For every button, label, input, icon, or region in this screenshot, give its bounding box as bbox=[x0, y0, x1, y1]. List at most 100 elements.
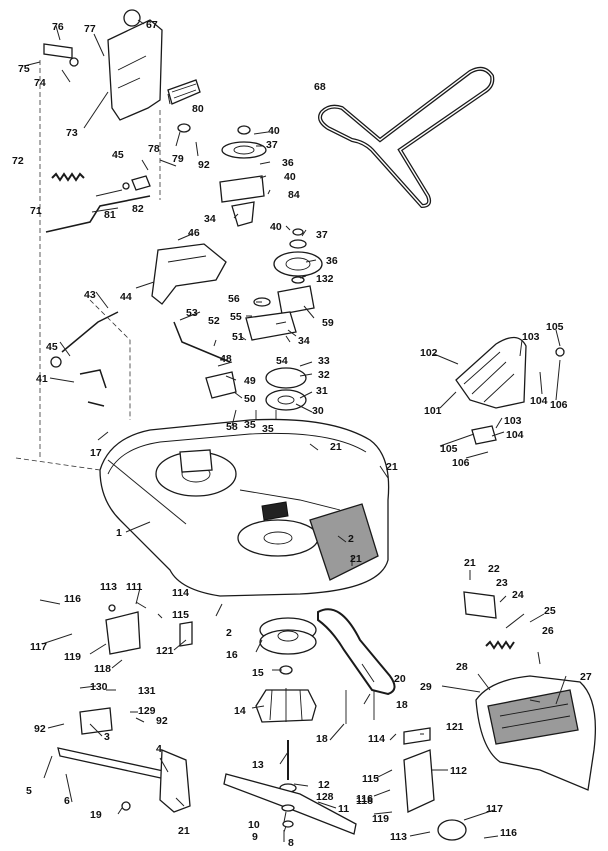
idler-pulley-stack bbox=[273, 228, 323, 315]
callout-128: 128 bbox=[316, 791, 334, 803]
callout-21-b: 21 bbox=[386, 461, 398, 473]
callout-115-b: 115 bbox=[362, 773, 379, 785]
callout-102: 102 bbox=[420, 347, 438, 359]
callout-44: 44 bbox=[120, 291, 132, 303]
callout-54: 54 bbox=[276, 355, 288, 367]
callout-118-a: 118 bbox=[94, 663, 111, 675]
callout-40-c: 40 bbox=[270, 221, 282, 233]
callout-10: 10 bbox=[248, 819, 260, 831]
callout-74: 74 bbox=[34, 77, 46, 89]
callout-2-a: 2 bbox=[348, 533, 354, 545]
callout-58: 58 bbox=[226, 421, 238, 433]
callout-18-a: 18 bbox=[396, 699, 408, 711]
callout-18-b: 18 bbox=[316, 733, 328, 745]
linkage-assembly bbox=[50, 299, 131, 420]
callout-35-b: 35 bbox=[262, 423, 274, 435]
belt-guard-44 bbox=[151, 243, 227, 305]
rear-hanger-bracket bbox=[105, 604, 193, 655]
callout-59: 59 bbox=[322, 317, 334, 329]
callout-21-d: 21 bbox=[464, 557, 476, 569]
callout-23: 23 bbox=[496, 577, 508, 589]
callout-29: 29 bbox=[420, 681, 432, 693]
callout-36-a: 36 bbox=[282, 157, 294, 169]
callout-116-a: 116 bbox=[64, 593, 81, 605]
callout-34-top: 34 bbox=[204, 213, 216, 225]
callout-49: 49 bbox=[244, 375, 256, 387]
callout-92-top: 92 bbox=[198, 159, 210, 171]
callout-104-a: 104 bbox=[530, 395, 548, 407]
callout-48: 48 bbox=[220, 353, 232, 365]
callout-51: 51 bbox=[232, 331, 244, 343]
discharge-deflector bbox=[455, 336, 565, 445]
callout-80: 80 bbox=[192, 103, 204, 115]
upper-idler-stack bbox=[219, 125, 267, 227]
callout-45-mid: 45 bbox=[46, 341, 58, 353]
callout-113-a: 113 bbox=[100, 581, 117, 593]
callout-40-b: 40 bbox=[284, 171, 296, 183]
callout-112: 112 bbox=[450, 765, 467, 777]
callout-73: 73 bbox=[66, 127, 78, 139]
callout-72: 72 bbox=[12, 155, 24, 167]
callout-129: 129 bbox=[138, 705, 156, 717]
callout-121-b: 121 bbox=[446, 721, 464, 733]
callout-92-c: 92 bbox=[156, 715, 168, 727]
drive-belt bbox=[317, 608, 396, 724]
callout-14: 14 bbox=[234, 705, 246, 717]
callout-117-b: 117 bbox=[486, 803, 503, 815]
callout-121-a: 121 bbox=[156, 645, 174, 657]
callout-1: 1 bbox=[116, 527, 122, 539]
callout-52: 52 bbox=[208, 315, 220, 327]
callout-15: 15 bbox=[252, 667, 264, 679]
callout-numbers: 76 77 67 75 74 73 80 78 79 92 72 45 71 8… bbox=[12, 19, 592, 849]
callout-25: 25 bbox=[544, 605, 556, 617]
callout-43: 43 bbox=[84, 289, 96, 301]
callout-114-a: 114 bbox=[172, 587, 189, 599]
callout-131: 131 bbox=[138, 685, 156, 697]
callout-4: 4 bbox=[156, 743, 162, 755]
callout-56: 56 bbox=[228, 293, 240, 305]
callout-68: 68 bbox=[314, 81, 326, 93]
callout-11: 11 bbox=[338, 803, 349, 815]
callout-17: 17 bbox=[90, 447, 102, 459]
callout-41: 41 bbox=[36, 373, 48, 385]
callout-105-b: 105 bbox=[440, 443, 458, 455]
callout-26: 26 bbox=[542, 625, 554, 637]
callout-118-b: 118 bbox=[356, 795, 373, 807]
mower-deck-housing bbox=[15, 300, 390, 597]
callout-20: 20 bbox=[394, 673, 406, 685]
callout-84: 84 bbox=[288, 189, 300, 201]
callout-40-a: 40 bbox=[268, 125, 280, 137]
callout-37-a: 37 bbox=[266, 139, 278, 151]
callout-33: 33 bbox=[318, 355, 330, 367]
callout-12: 12 bbox=[318, 779, 330, 791]
callout-119-a: 119 bbox=[64, 651, 81, 663]
callout-104-b: 104 bbox=[506, 429, 524, 441]
lift-lever-assembly bbox=[39, 9, 201, 300]
callout-6: 6 bbox=[64, 795, 70, 807]
spindle-assembly bbox=[255, 617, 317, 793]
callout-2-b: 2 bbox=[226, 627, 232, 639]
callout-50: 50 bbox=[244, 393, 256, 405]
callout-19: 19 bbox=[90, 809, 102, 821]
callout-111: 111 bbox=[126, 581, 143, 593]
chute-spring-bracket bbox=[463, 591, 515, 650]
callout-36-b: 36 bbox=[326, 255, 338, 267]
callout-16: 16 bbox=[226, 649, 238, 661]
belt-68 bbox=[318, 66, 495, 209]
spring-and-rod bbox=[45, 172, 151, 233]
callout-106-b: 106 bbox=[452, 457, 470, 469]
idler-arm-assembly bbox=[173, 297, 307, 470]
callout-32: 32 bbox=[318, 369, 330, 381]
callout-8: 8 bbox=[288, 837, 294, 849]
callout-46: 46 bbox=[188, 227, 200, 239]
callout-116-c: 116 bbox=[500, 827, 517, 839]
callout-35-a: 35 bbox=[244, 419, 256, 431]
callout-77: 77 bbox=[84, 23, 96, 35]
discharge-chute bbox=[475, 675, 597, 791]
callout-3: 3 bbox=[104, 731, 110, 743]
callout-119-b: 119 bbox=[372, 813, 389, 825]
front-hanger-bracket bbox=[57, 707, 191, 813]
callout-21-a: 21 bbox=[330, 441, 342, 453]
callout-53: 53 bbox=[186, 307, 198, 319]
callout-67: 67 bbox=[146, 19, 158, 31]
